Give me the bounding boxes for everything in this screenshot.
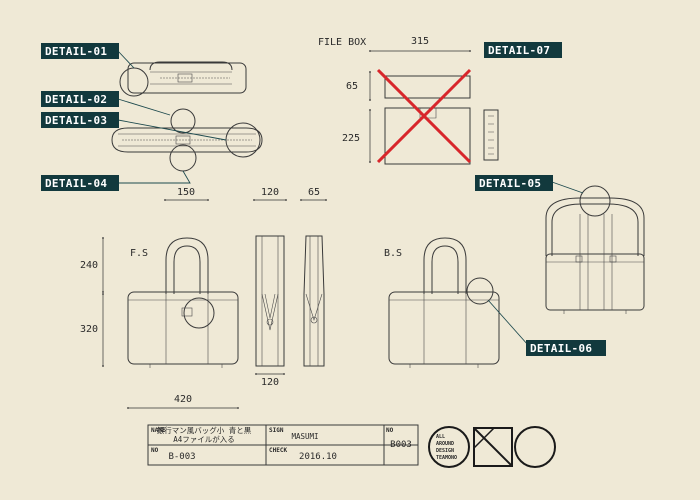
check-label: CHECK <box>269 447 287 454</box>
svg-text:DETAIL-06: DETAIL-06 <box>530 342 592 355</box>
back-view-label: B.S <box>384 248 402 259</box>
no-label: NO <box>151 447 159 454</box>
front-detail-circle <box>183 297 215 329</box>
no-label-right: NO <box>386 427 394 434</box>
svg-text:DETAIL-02: DETAIL-02 <box>45 93 107 106</box>
front-view-bag <box>127 237 239 368</box>
svg-text:DETAIL-04: DETAIL-04 <box>45 177 107 190</box>
detail-01-circle <box>119 67 149 97</box>
side-top-width-dim: 120 <box>261 187 279 198</box>
svg-text:DETAIL-07: DETAIL-07 <box>488 44 550 57</box>
side-depth-dim: 65 <box>308 187 320 198</box>
top-view-handle-1 <box>127 61 247 94</box>
detail-05-circle <box>579 185 611 217</box>
detail-06-tag[interactable]: DETAIL-06 <box>526 340 606 356</box>
side-bottom-width-dim: 120 <box>261 377 279 388</box>
detail-07-tag[interactable]: DETAIL-07 <box>484 42 562 58</box>
handle-height-dim: 240 <box>80 260 98 271</box>
name-value-line1: 銀行マン風バッグ小 青と黒 <box>157 425 252 435</box>
file-box-drawing <box>384 75 499 165</box>
detail-02-tag[interactable]: DETAIL-02 <box>41 91 119 107</box>
detail-04-circle <box>169 144 197 172</box>
name-label: NAME <box>151 427 166 434</box>
detail-04-tag[interactable]: DETAIL-04 <box>41 175 119 191</box>
file-box-width-dim: 315 <box>411 36 429 47</box>
side-view-2 <box>303 235 325 367</box>
file-box-label: FILE BOX <box>318 37 366 48</box>
side-view-1 <box>255 235 285 367</box>
no-value-right: B003 <box>390 440 412 450</box>
brand-logo: ALL AROUND DESIGN TEAMONO <box>428 426 556 468</box>
body-height-dim: 320 <box>80 324 98 335</box>
check-value: 2016.10 <box>299 452 337 462</box>
file-box-cross <box>376 68 472 164</box>
front-top-width-dim: 150 <box>177 187 195 198</box>
sign-label: SIGN <box>269 427 284 434</box>
logo-line3: DESIGN <box>436 448 454 454</box>
front-view-label: F.S <box>130 248 148 259</box>
svg-text:DETAIL-03: DETAIL-03 <box>45 114 107 127</box>
logo-line1: ALL <box>436 434 445 440</box>
back-view-bag <box>388 237 500 368</box>
svg-text:DETAIL-01: DETAIL-01 <box>45 45 107 58</box>
file-box-depth-dim: 65 <box>346 81 358 92</box>
detail-06-circle <box>466 277 494 305</box>
bottom-width-dim: 420 <box>174 394 192 405</box>
sign-value: MASUMI <box>291 432 318 441</box>
logo-line4: TEAMONO <box>436 455 457 461</box>
svg-text:DETAIL-05: DETAIL-05 <box>479 177 541 190</box>
detail-03-circle <box>170 108 196 134</box>
top-view-handle-2 <box>111 127 263 153</box>
detail-01-tag[interactable]: DETAIL-01 <box>41 43 119 59</box>
title-block: NAME 銀行マン風バッグ小 青と黒 A4ファイルが入る SIGN MASUMI… <box>147 424 419 466</box>
name-value-line2: A4ファイルが入る <box>173 434 235 444</box>
detail-05-view <box>545 197 645 314</box>
detail-05-tag[interactable]: DETAIL-05 <box>475 175 553 191</box>
file-box-height-dim: 225 <box>342 133 360 144</box>
no-value: B-003 <box>168 452 195 462</box>
detail-03-tag[interactable]: DETAIL-03 <box>41 112 119 128</box>
logo-line2: AROUND <box>436 441 454 447</box>
